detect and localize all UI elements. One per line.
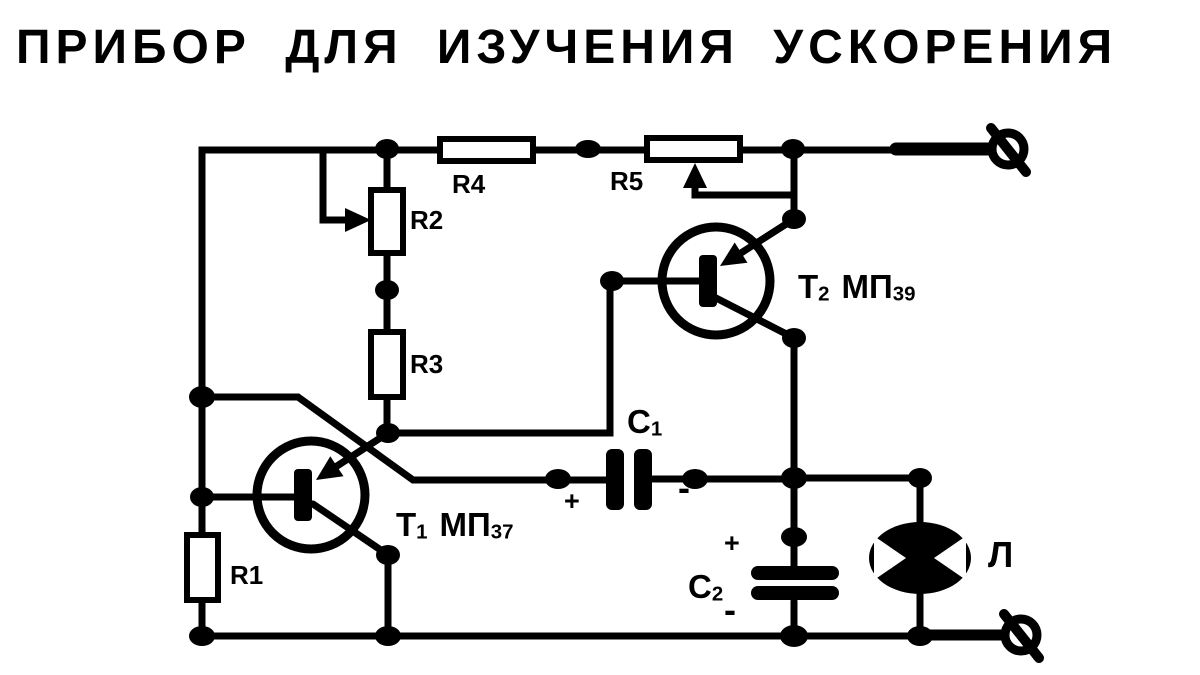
lamp-icon <box>869 522 971 594</box>
junction-dot <box>780 625 808 647</box>
junction-dot <box>782 209 806 229</box>
t1-model: МП <box>439 506 491 543</box>
junction-dot <box>907 626 933 646</box>
label-c1: С1 <box>627 405 662 440</box>
junction-dot <box>575 140 601 158</box>
junction-dot <box>781 139 805 159</box>
t2-collector-lead <box>712 294 798 342</box>
transistor-t1-symbol <box>252 429 392 559</box>
junction-dot <box>600 271 624 291</box>
wire-rail-to-c1 <box>198 393 611 484</box>
junction-dot <box>189 386 215 408</box>
c1-designator-sub: 1 <box>650 417 663 441</box>
label-c1-minus: - <box>678 467 690 508</box>
junction-dot <box>189 626 215 646</box>
t2-designator-sub: 2 <box>818 282 830 306</box>
c1-right-plate <box>634 449 652 510</box>
t1-base-bar <box>294 469 312 521</box>
capacitor-c1-symbol <box>606 449 652 510</box>
c2-designator-sub: 2 <box>711 582 724 606</box>
junction-dot <box>682 469 708 489</box>
junction-dots <box>189 139 933 647</box>
t2-model: МП <box>841 268 893 305</box>
junction-dot <box>376 545 400 565</box>
resistor-r2-body <box>368 187 406 256</box>
wire-r5-wiper <box>691 180 798 199</box>
t1-collector-lead <box>309 500 392 559</box>
wire-r2-wiper <box>319 146 354 224</box>
label-r4: R4 <box>452 169 486 199</box>
resistor-bodies <box>184 135 743 603</box>
t2-base-bar <box>699 255 717 307</box>
label-t1: Т1 МП37 <box>396 508 514 543</box>
c2-bottom-plate <box>751 586 839 600</box>
lamp-right-wedge <box>934 536 966 580</box>
t1-designator-sub: 1 <box>416 520 428 544</box>
junction-dot <box>781 527 807 547</box>
resistor-r4-body <box>437 136 536 164</box>
wire-node-to-t2-base <box>384 277 705 437</box>
c2-top-plate <box>751 566 839 580</box>
terminal-top-slash <box>986 123 1031 177</box>
label-c2: С2 <box>688 570 723 605</box>
c1-left-plate <box>606 449 624 510</box>
terminal-bottom-icon <box>999 609 1044 663</box>
resistor-r1-body <box>184 532 221 603</box>
terminal-top-icon <box>986 123 1031 177</box>
label-lamp: Л <box>988 534 1014 575</box>
junction-dot <box>908 468 932 488</box>
t1-designator: Т <box>396 506 417 543</box>
label-r5: R5 <box>610 166 644 196</box>
page-title: ПРИБОР ДЛЯ ИЗУЧЕНИЯ УСКОРЕНИЯ <box>16 21 1118 74</box>
label-t2: Т2 МП39 <box>798 270 916 305</box>
t2-designator: Т <box>798 268 819 305</box>
label-c1-plus: + <box>564 486 580 516</box>
label-c2-plus: + <box>724 528 740 558</box>
junction-dot <box>545 469 571 489</box>
wires <box>198 146 926 640</box>
t2-model-sub: 39 <box>892 282 916 306</box>
c2-designator: С <box>688 568 712 605</box>
c1-designator: С <box>627 403 651 440</box>
r2-wiper-arrow-icon <box>345 208 371 232</box>
junction-dot <box>782 328 806 348</box>
label-r1: R1 <box>230 560 264 590</box>
lamp-body <box>869 522 971 594</box>
junction-dot <box>375 280 399 300</box>
t1-model-sub: 37 <box>490 520 514 544</box>
capacitor-c2-symbol <box>751 566 839 600</box>
terminal-bottom-slash <box>999 609 1044 663</box>
junction-dot <box>375 139 399 159</box>
label-r2: R2 <box>410 205 444 235</box>
t2-emitter-arrow-icon <box>720 242 748 266</box>
lamp-left-wedge <box>874 536 906 580</box>
resistor-r3-body <box>368 329 406 400</box>
junction-dot <box>781 467 807 489</box>
t1-emitter-arrow-icon <box>316 456 344 480</box>
label-r3: R3 <box>410 349 444 379</box>
label-c2-minus: - <box>724 589 736 630</box>
junction-dot <box>376 423 400 443</box>
resistor-r5-body <box>644 135 743 163</box>
r5-wiper-arrow-icon <box>683 163 707 188</box>
junction-dot <box>190 487 214 507</box>
transistor-t2-symbol <box>656 215 798 342</box>
junction-dot <box>375 626 401 646</box>
